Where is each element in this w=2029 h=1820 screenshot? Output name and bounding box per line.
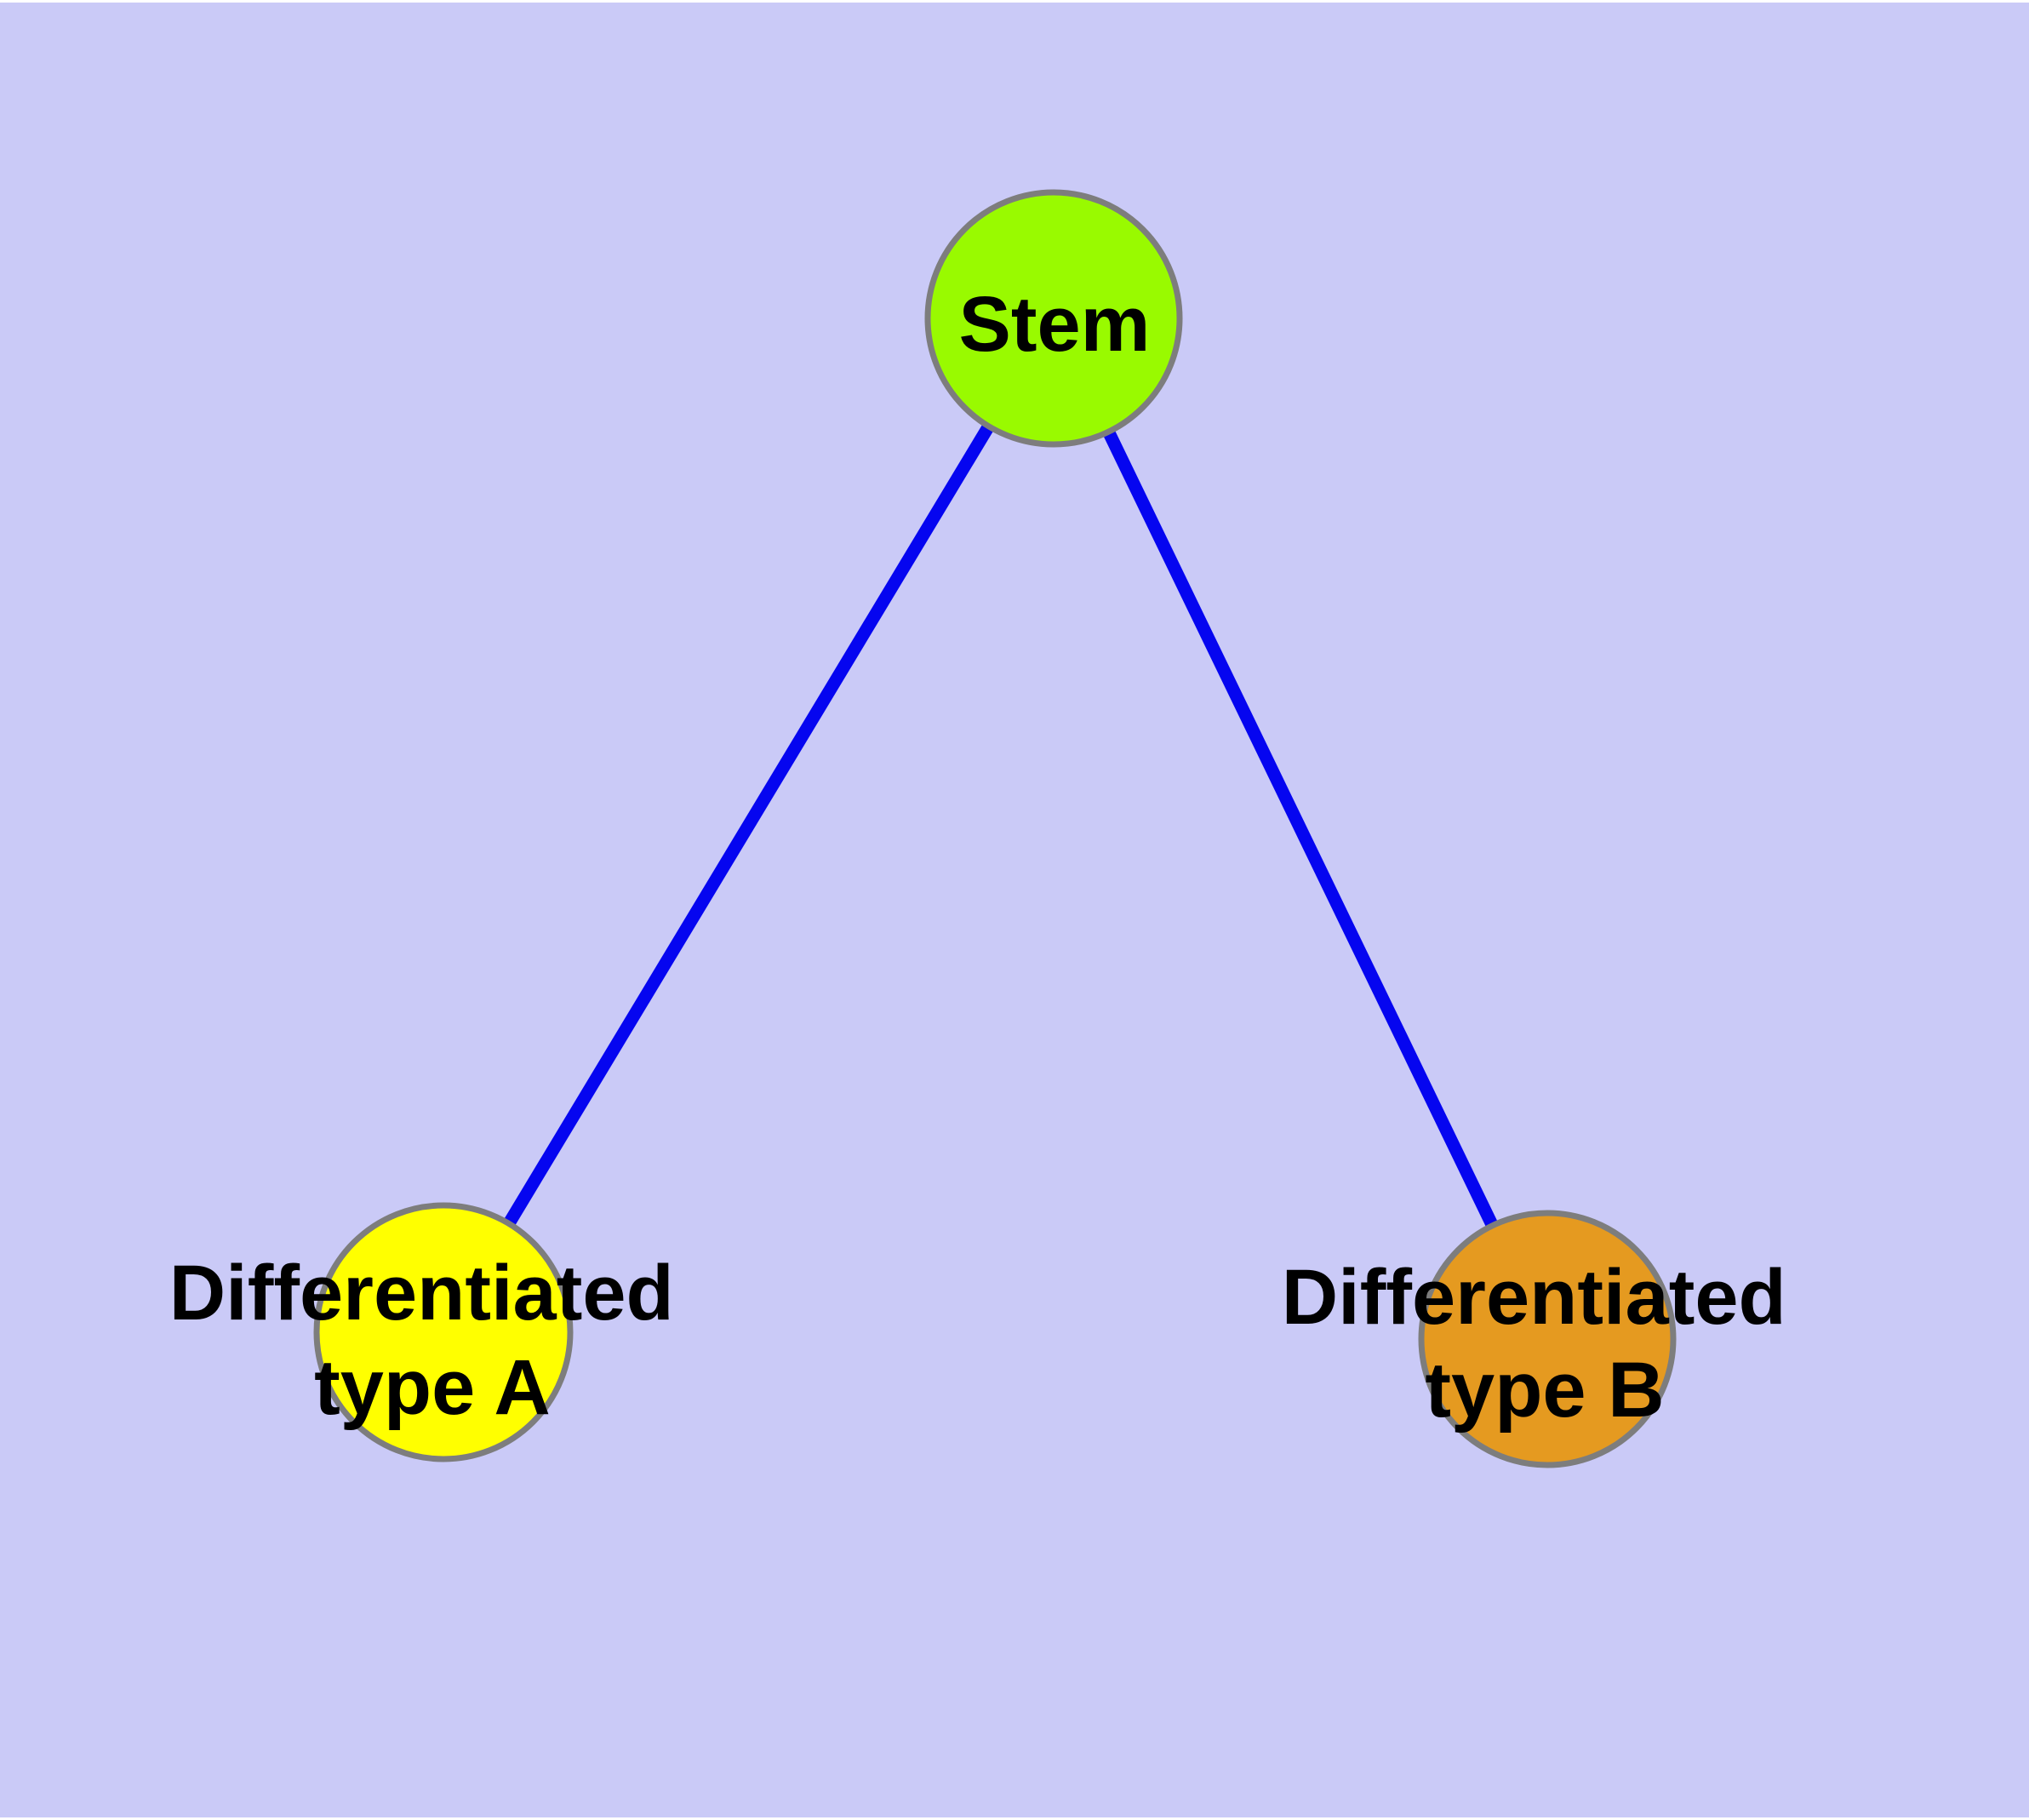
typeA-node-label: Differentiated type A [169,1250,696,1431]
typeA-node-circle [313,1202,574,1462]
stem-node-label: Stem [959,281,1151,368]
typeB-label-line1: Differentiated [1282,1254,1786,1341]
typeA-label-line1: Differentiated [169,1250,674,1336]
stem-node-circle [924,189,1183,448]
typeB-node-circle [1418,1210,1677,1468]
edges [437,315,1553,1342]
edge-stem-to-typeB [1048,315,1553,1342]
typeB-label-line2: type B [1425,1347,1664,1434]
typeA-label-line2: type A [314,1344,551,1431]
node-stem: Stem [924,189,1183,448]
node-typeB: Differentiated type B [1282,1210,1809,1468]
edge-stem-to-typeA [437,315,1060,1336]
typeB-node-label: Differentiated type B [1282,1254,1809,1434]
node-typeA: Differentiated type A [169,1202,696,1462]
